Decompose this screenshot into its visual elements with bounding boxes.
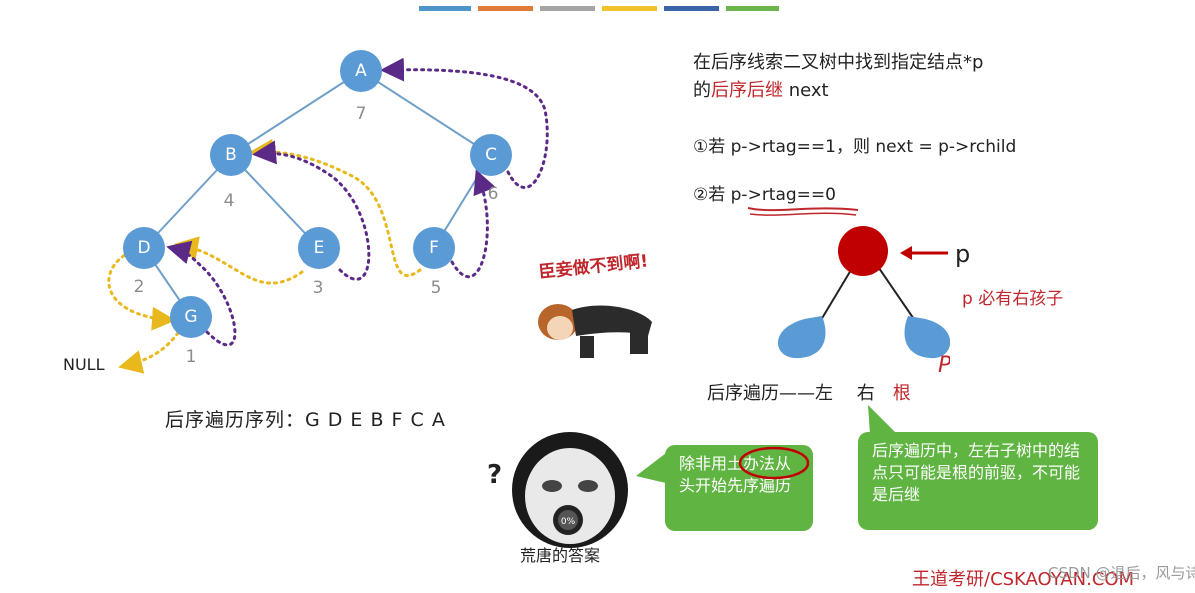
case2-red-underline-2 xyxy=(749,212,857,216)
thread-f-pred xyxy=(249,138,422,278)
kneeling-girl-sticker: 臣妾做不到啊! xyxy=(520,240,668,368)
p-note: p 必有右孩子 xyxy=(962,289,1064,309)
p-pointer-head xyxy=(900,246,912,260)
subtree-diagram: P xyxy=(747,207,950,378)
left-subtree-shape xyxy=(778,316,826,359)
case-1-text: ①若 p->rtag==1，则 next = p->rchild xyxy=(693,137,1017,157)
case2-red-underline xyxy=(747,207,859,212)
title-prefix: 的 xyxy=(693,80,711,101)
top-bar-blue xyxy=(419,6,471,11)
small-p-mark: P xyxy=(938,353,950,378)
top-bar-green xyxy=(726,6,779,11)
bubble1-red-circle xyxy=(738,446,810,480)
wangdao-watermark: 王道考研/CSKAOYAN.COM xyxy=(912,569,1135,590)
thread-d-pred xyxy=(107,250,176,331)
thread-e-succ xyxy=(252,140,371,281)
root-node-p xyxy=(838,226,888,276)
tree-node-c: C 6 xyxy=(470,134,512,204)
speech-bubble-explanation: 后序遍历中，左右子树中的结点只可能是根的前驱，不可能是后继 xyxy=(858,432,1098,530)
title-highlight: 后序后继 xyxy=(711,80,783,101)
csdn-watermark: CSDN @退后，风与诗 xyxy=(1048,564,1195,582)
rule-root: 根 xyxy=(892,383,911,404)
edge-a-b xyxy=(230,70,362,156)
question-mark: ? xyxy=(487,460,503,490)
panda-caption: 荒唐的答案 xyxy=(520,546,601,565)
node-label-d: D xyxy=(137,238,150,258)
tree-node-g: G 1 xyxy=(170,296,212,367)
right-subtree-shape xyxy=(904,316,950,359)
threaded-tree-diagram: A 7 B 4 C 6 D 2 E 3 F 5 G 1 xyxy=(107,50,549,374)
tree-node-d: D 2 xyxy=(123,227,165,297)
tree-node-b: B 4 xyxy=(210,134,252,211)
tree-node-f: F 5 xyxy=(413,227,455,298)
bubble1-tail xyxy=(636,450,670,484)
postorder-rule-label: 后序遍历——左 右 根 xyxy=(707,379,911,405)
node-label-b: B xyxy=(225,145,237,165)
node-label-e: E xyxy=(314,238,325,258)
speech-bubble-brute-force: 除非用土办法从头开始先序遍历 xyxy=(665,445,813,531)
thread-e-pred xyxy=(174,236,304,285)
null-label: NULL xyxy=(63,355,105,374)
tree-node-e: E 3 xyxy=(298,227,340,298)
progress-badge: 0% xyxy=(561,517,576,527)
tree-node-a: A 7 xyxy=(340,50,382,124)
bubble2-tail xyxy=(868,405,898,435)
thread-f-succ xyxy=(450,169,496,279)
edge-a-c xyxy=(360,70,492,156)
postorder-sequence: 后序遍历序列：G D E B F C A xyxy=(165,409,446,431)
top-bar-orange xyxy=(478,6,533,11)
title-suffix: next xyxy=(783,80,829,101)
edge-b-d xyxy=(143,154,232,249)
case-2-text: ②若 p->rtag==0 xyxy=(693,185,836,205)
node-label-f: F xyxy=(429,238,439,258)
p-label: p xyxy=(955,240,971,268)
top-bar-darkblue xyxy=(664,6,719,11)
thread-g-succ xyxy=(166,240,237,347)
order-num-b: 4 xyxy=(224,191,235,211)
panel-title-line1: 在后序线索二叉树中找到指定结点*p xyxy=(693,52,984,73)
order-num-g: 1 xyxy=(186,347,197,367)
order-num-f: 5 xyxy=(431,278,442,298)
top-bar-yellow xyxy=(602,6,657,11)
order-num-e: 3 xyxy=(313,278,324,298)
order-num-c: 6 xyxy=(488,184,499,204)
node-label-c: C xyxy=(485,145,497,165)
top-bar-gray xyxy=(540,6,595,11)
order-num-d: 2 xyxy=(134,277,145,297)
node-label-g: G xyxy=(184,307,197,327)
node-label-a: A xyxy=(355,61,367,81)
edge-b-e xyxy=(230,154,320,249)
thread-g-null xyxy=(118,331,180,374)
order-num-a: 7 xyxy=(356,104,367,124)
rule-prefix: 后序遍历——左 右 xyxy=(707,383,893,404)
thread-c-succ xyxy=(380,57,549,189)
panel-title-line2: 的后序后继 next xyxy=(693,76,829,102)
panda-meme-face: 0% xyxy=(512,432,628,548)
